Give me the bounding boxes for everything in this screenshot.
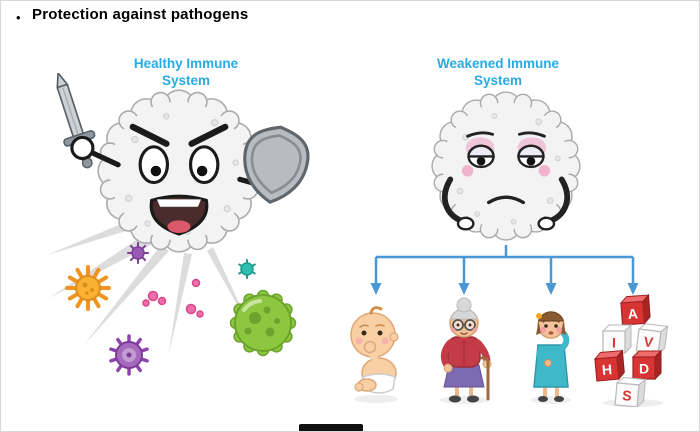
- sick-woman-icon: [531, 311, 571, 404]
- branch-arrows: [370, 245, 639, 295]
- sword-icon: [56, 73, 96, 169]
- die-V: V: [635, 323, 669, 355]
- microbe-small-purple-icon: [127, 242, 149, 264]
- svg-text:D: D: [639, 361, 649, 377]
- speed-lines: [47, 219, 254, 353]
- bullet-marker: •: [16, 10, 21, 25]
- tired-face: [461, 131, 551, 205]
- hiv-aids-dice-icon: A I V H D: [593, 293, 669, 407]
- healthy-heading-line1: Healthy Immune: [133, 56, 239, 71]
- weakened-cell-illustration: [431, 91, 581, 241]
- white-blood-cell-angry: [56, 73, 310, 253]
- weakened-heading-line2: System: [473, 73, 523, 89]
- weakened-heading-line1: Weakened Immune: [436, 56, 560, 71]
- baby-icon: [350, 306, 399, 403]
- weakened-heading: Weakened Immune System: [398, 55, 598, 90]
- shield-icon: [243, 125, 310, 204]
- svg-text:H: H: [601, 361, 612, 378]
- die-A: A: [619, 293, 651, 326]
- svg-text:A: A: [627, 305, 638, 322]
- virus-green-icon: [229, 289, 297, 357]
- die-D: D: [631, 349, 663, 381]
- arrowheads: [370, 283, 639, 295]
- svg-text:V: V: [643, 333, 655, 350]
- die-S: S: [614, 377, 647, 407]
- white-blood-cell-tired: [431, 91, 581, 241]
- virus-orange-icon: [65, 265, 111, 311]
- elderly-woman-icon: [440, 297, 492, 404]
- angry-face: [129, 123, 229, 236]
- healthy-heading-line2: System: [161, 73, 211, 89]
- virus-purple-icon: [109, 334, 149, 376]
- svg-text:S: S: [622, 387, 633, 404]
- pathogens: [65, 242, 297, 376]
- page-title: Protection against pathogens: [32, 6, 249, 23]
- microbe-teal-icon: [238, 259, 256, 279]
- bacteria-pink-icon: [142, 278, 204, 318]
- svg-text:I: I: [612, 335, 616, 351]
- die-H: H: [593, 349, 625, 382]
- bottom-black-bar: [299, 424, 363, 431]
- die-I: I: [601, 323, 633, 355]
- healthy-cell-illustration: [47, 73, 310, 376]
- fist: [70, 135, 95, 160]
- healthy-heading: Healthy Immune System: [86, 55, 286, 90]
